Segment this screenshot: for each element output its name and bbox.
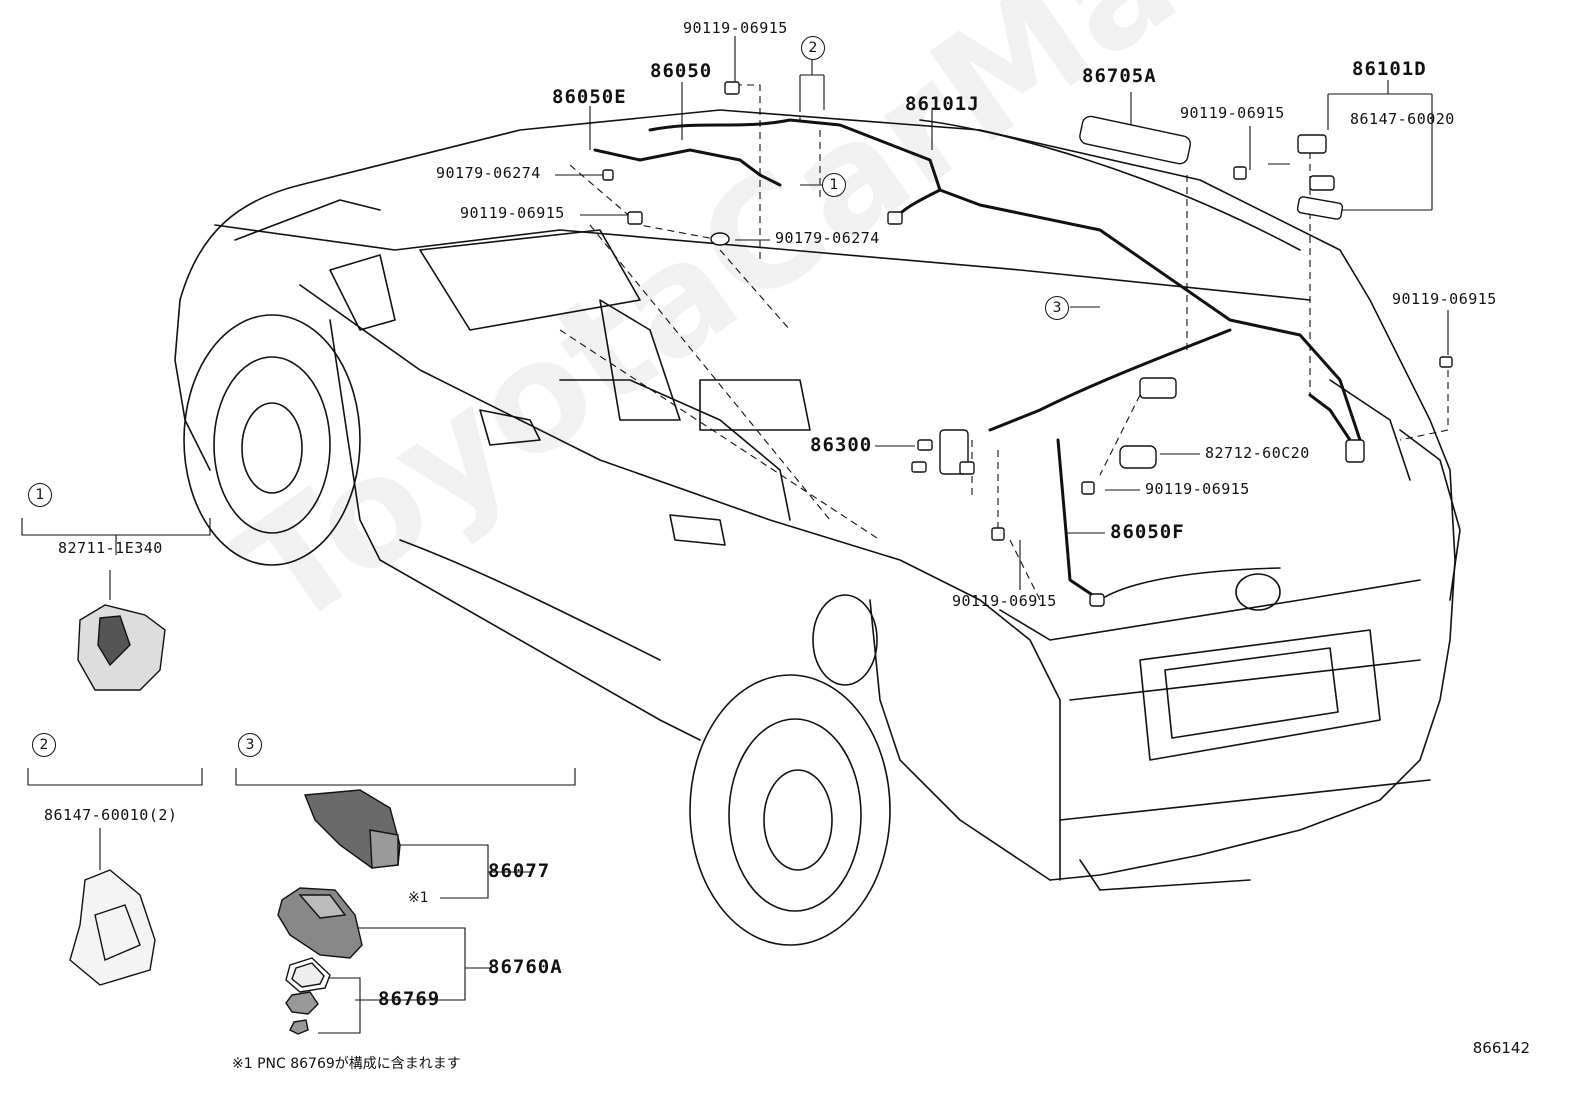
part-86077-glyph bbox=[304, 789, 401, 869]
part-86769-glyph bbox=[285, 957, 331, 1035]
label-86147-60010: 86147-60010(2) bbox=[44, 806, 178, 824]
label-86300: 86300 bbox=[810, 434, 873, 456]
callout-2: 2 bbox=[801, 36, 825, 60]
label-90119-06915-right: 90119-06915 bbox=[1392, 290, 1497, 308]
label-86077: 86077 bbox=[488, 860, 551, 882]
label-82711-1E340: 82711-1E340 bbox=[58, 539, 163, 557]
label-90119-06915-e: 90119-06915 bbox=[952, 592, 1057, 610]
label-86101D: 86101D bbox=[1352, 58, 1427, 80]
label-82712-60C20: 82712-60C20 bbox=[1205, 444, 1310, 462]
label-90119-06915-top: 90119-06915 bbox=[683, 19, 788, 37]
label-86760A: 86760A bbox=[488, 956, 563, 978]
label-86050F: 86050F bbox=[1110, 521, 1185, 543]
label-86769: 86769 bbox=[378, 988, 441, 1010]
footnote: ※1 PNC 86769が構成に含まれます bbox=[232, 1056, 461, 1072]
footnote-mark: ※1 bbox=[408, 890, 429, 906]
callout-1: 1 bbox=[822, 173, 846, 197]
label-86050: 86050 bbox=[650, 60, 713, 82]
rear-wheel bbox=[689, 674, 891, 946]
label-86101J: 86101J bbox=[905, 93, 980, 115]
part-86147-60010-glyph bbox=[69, 869, 156, 986]
label-90119-06915-c: 90119-06915 bbox=[460, 204, 565, 222]
label-90179-06274-a: 90179-06274 bbox=[436, 164, 541, 182]
label-86147-60020: 86147-60020 bbox=[1350, 110, 1455, 128]
label-86705A: 86705A bbox=[1082, 65, 1157, 87]
part-86760A-glyph bbox=[277, 887, 363, 959]
front-wheel bbox=[183, 314, 361, 566]
panel-2-callout: 2 bbox=[32, 733, 56, 757]
panel-1-callout: 1 bbox=[28, 483, 52, 507]
figure-number: 866142 bbox=[1472, 1039, 1530, 1057]
panel-3-callout: 3 bbox=[238, 733, 262, 757]
callout-3: 3 bbox=[1045, 296, 1069, 320]
vehicle-outline bbox=[174, 109, 1461, 891]
part-82711-glyph bbox=[77, 604, 166, 691]
label-90179-06274-b: 90179-06274 bbox=[775, 229, 880, 247]
label-90119-06915-d: 90119-06915 bbox=[1145, 480, 1250, 498]
label-86050E: 86050E bbox=[552, 86, 627, 108]
label-90119-06915-b-right: 90119-06915 bbox=[1180, 104, 1285, 122]
